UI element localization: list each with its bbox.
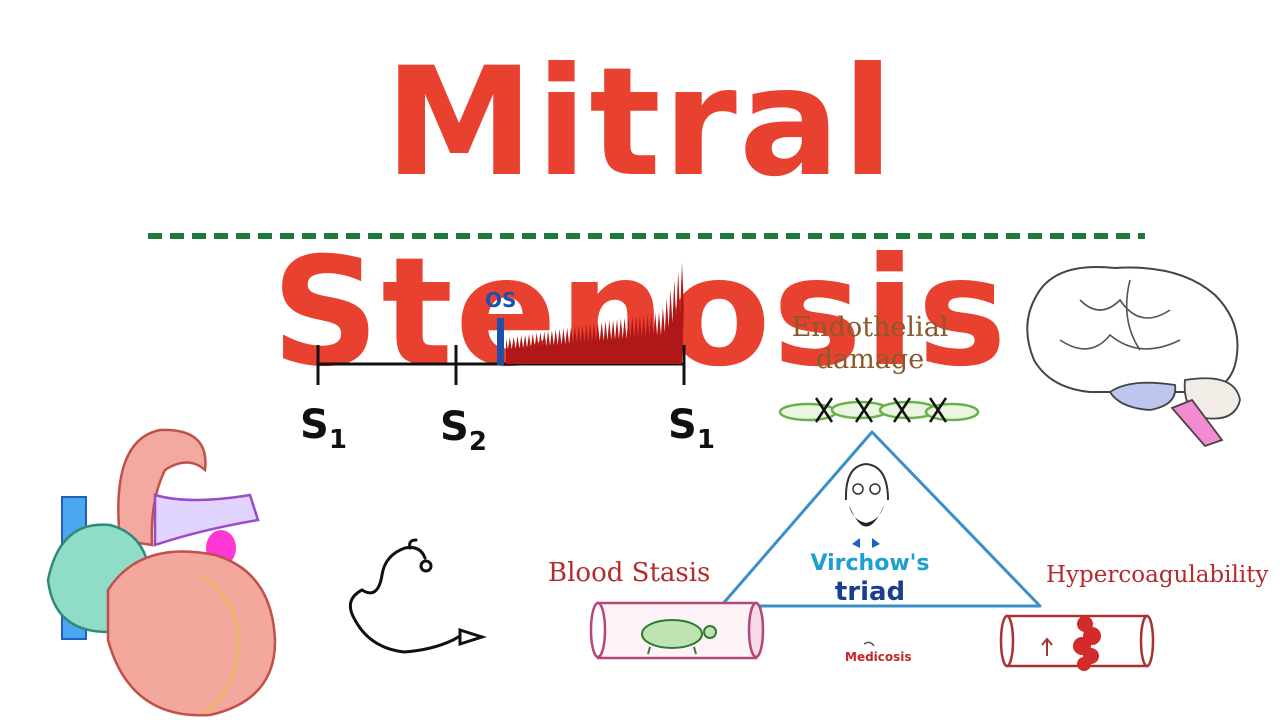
endothelium-illustration <box>778 397 980 423</box>
s1-start-label: S1 <box>300 402 347 455</box>
stasis-vessel <box>589 601 765 660</box>
portrait-illustration <box>844 462 889 548</box>
brand-watermark: Medicosis <box>845 650 912 664</box>
opening-snap-label: OS <box>485 288 517 312</box>
s1-end-label: S1 <box>668 402 715 455</box>
blood-stasis-label: Blood Stasis <box>548 558 711 588</box>
brand-stethoscope-icon <box>863 641 875 647</box>
virchow-triangle <box>719 430 1042 608</box>
brain-illustration <box>1026 265 1241 448</box>
opening-snap-bar <box>497 318 504 365</box>
damage-marks <box>814 397 948 423</box>
stethoscope-icon <box>348 538 487 654</box>
hypercoagulability-label: Hypercoagulability <box>1046 562 1269 588</box>
diastolic-murmur <box>506 262 684 364</box>
turtle-icon <box>641 619 717 655</box>
heart-illustration <box>46 428 277 717</box>
clot-vessel <box>999 614 1155 671</box>
phonocardiogram <box>316 262 686 385</box>
page-title: Mitral Stenosis <box>271 36 1009 400</box>
murmur-waveform <box>506 262 684 364</box>
clot-icon <box>1073 616 1101 671</box>
s2-label: S2 <box>440 404 487 457</box>
up-arrow-icon <box>1041 637 1053 656</box>
